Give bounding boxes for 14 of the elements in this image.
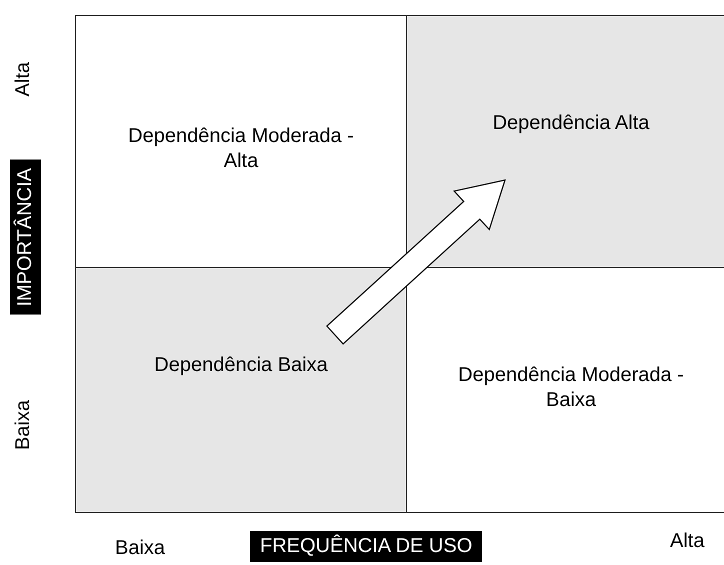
axis-label: Alta (670, 530, 704, 553)
quadrant-label: Dependência Baixa (153, 353, 329, 378)
block-arrow (326, 179, 506, 345)
matrix-quadrant (406, 15, 724, 268)
matrix-quadrant (75, 15, 407, 268)
axis-title: FREQUÊNCIA DE USO (250, 531, 482, 562)
quadrant-label: Dependência Moderada - Alta (127, 124, 355, 174)
quadrant-label: Dependência Moderada - Baixa (457, 363, 685, 413)
axis-label: Baixa (115, 537, 166, 560)
axis-label: Alta (12, 62, 35, 96)
axis-label: Baixa (12, 400, 35, 450)
quadrant-label: Dependência Alta (492, 111, 650, 136)
axis-title: IMPORTÂNCIA (10, 160, 41, 315)
matrix-quadrant (75, 267, 407, 513)
